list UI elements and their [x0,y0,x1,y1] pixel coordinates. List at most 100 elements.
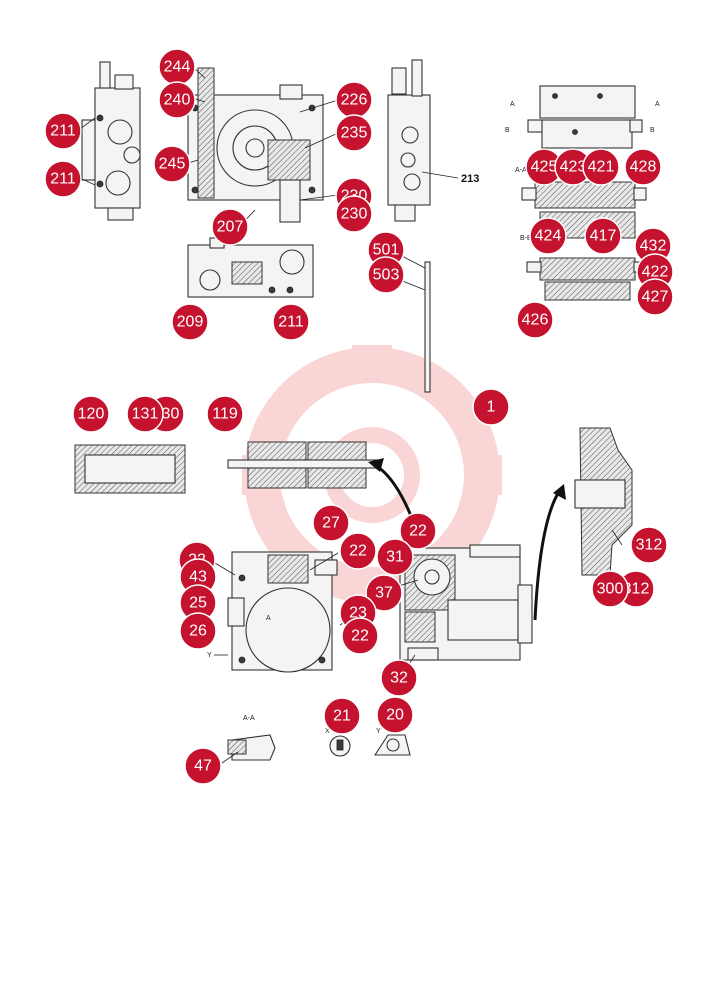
callout-235[interactable]: 235 [335,114,373,152]
section-label-a-left: A [510,101,515,108]
callout-label: 427 [642,289,669,306]
callout-230-b[interactable]: 230 [335,195,373,233]
callout-47[interactable]: 47 [184,747,222,785]
callout-label: 43 [189,569,207,586]
callout-label: 22 [409,523,427,540]
callout-425[interactable]: 425 [525,148,563,186]
callout-37[interactable]: 37 [365,574,403,612]
valve-section-views: A A B B A-A B-B [505,85,660,301]
callout-label: 240 [164,92,191,109]
callout-label: 211 [278,314,304,331]
callout-312-a[interactable]: 312 [630,526,668,564]
port-detail-views: A-A X Y [227,715,411,761]
callout-label: 426 [522,312,549,329]
callout-119[interactable]: 119 [206,395,244,433]
callout-300[interactable]: 300 [591,570,629,608]
callout-211-b[interactable]: 211 [44,160,82,198]
pin-rod [399,254,431,393]
callout-428[interactable]: 428 [624,148,662,186]
callout-312-b[interactable]: 312 [617,570,655,608]
section-label-bb: B-B [520,235,532,242]
callout-26[interactable]: 26 [179,612,217,650]
callout-label: 422 [642,264,669,281]
callout-424[interactable]: 424 [529,217,567,255]
callout-423[interactable]: 423 [554,148,592,186]
callout-22-c[interactable]: 22 [339,532,377,570]
callout-417[interactable]: 417 [584,217,622,255]
callout-label: 23 [349,605,367,622]
callout-label: 244 [164,59,191,76]
spring-cartridge-section [227,441,379,489]
callout-240[interactable]: 240 [158,81,196,119]
callout-503[interactable]: 503 [367,256,405,294]
callout-label: 20 [386,707,404,724]
callout-label: 230 [341,206,368,223]
section-label-b-right: B [650,127,655,134]
label-213: 213 [461,173,479,185]
callout-label: 120 [78,406,105,423]
callout-207[interactable]: 207 [211,208,249,246]
callout-21[interactable]: 21 [323,697,361,735]
callout-244[interactable]: 244 [158,48,196,86]
callout-label: 119 [212,406,238,423]
callout-label: 312 [636,537,663,554]
callout-label: 501 [373,242,400,259]
callout-label: 31 [386,549,404,566]
callout-421[interactable]: 421 [582,148,620,186]
callout-22-d[interactable]: 22 [341,617,379,655]
sleeve-section [74,444,186,494]
callout-label: 503 [373,267,400,284]
callout-label: 22 [349,543,367,560]
callout-label: 245 [159,156,186,173]
callout-label: 235 [341,125,368,142]
control-valve-front-view [187,67,324,223]
callout-211-c[interactable]: 211 [272,303,310,341]
callout-245[interactable]: 245 [153,145,191,183]
callout-20[interactable]: 20 [376,696,414,734]
callout-label: 312 [623,581,650,598]
callout-209[interactable]: 209 [171,303,209,341]
callout-1[interactable]: 1 [472,388,510,426]
section-label-y-arrow: Y [207,652,212,659]
callout-label: 209 [177,314,204,331]
callout-131[interactable]: 131 [126,395,164,433]
callout-32[interactable]: 32 [380,659,418,697]
pump-front-view: Y A [207,551,338,673]
callout-label: 37 [375,585,393,602]
valve-body-side-view [81,61,141,221]
callout-label: 22 [351,628,369,645]
callout-label: 432 [640,238,667,255]
callout-427[interactable]: 427 [636,278,674,316]
callout-31[interactable]: 31 [376,538,414,576]
callout-label: 423 [560,159,587,176]
section-label-a-right: A [655,101,660,108]
section-label-aa-top: A-A [515,167,527,174]
callout-label: 27 [322,515,340,532]
callout-43[interactable]: 43 [179,558,217,596]
section-label-aa-bottom: A-A [243,715,255,722]
callout-label: 211 [50,171,76,188]
callout-label: 21 [333,708,351,725]
callout-226[interactable]: 226 [335,81,373,119]
callout-label: 26 [189,623,207,640]
section-label-x: X [325,728,330,735]
callout-label: 47 [194,758,212,775]
callout-120[interactable]: 120 [72,395,110,433]
callout-27[interactable]: 27 [312,504,350,542]
section-label-y: Y [376,728,381,735]
callout-label: 424 [535,228,562,245]
callout-label: 1 [487,399,496,416]
callout-label: 207 [217,219,244,236]
callout-label: 131 [132,406,159,423]
callout-label: 428 [630,159,657,176]
section-label-a-arrow: A [266,615,271,622]
callout-label: 211 [50,123,76,140]
callout-label: 417 [590,228,617,245]
callout-22-a[interactable]: 22 [399,512,437,550]
callout-markers: 244 240 211 211 245 226 235 230 230 207 … [44,48,674,785]
shaft-seal-section [574,427,633,576]
callout-211-a[interactable]: 211 [44,112,82,150]
callout-label: 226 [341,92,368,109]
callout-426[interactable]: 426 [516,301,554,339]
